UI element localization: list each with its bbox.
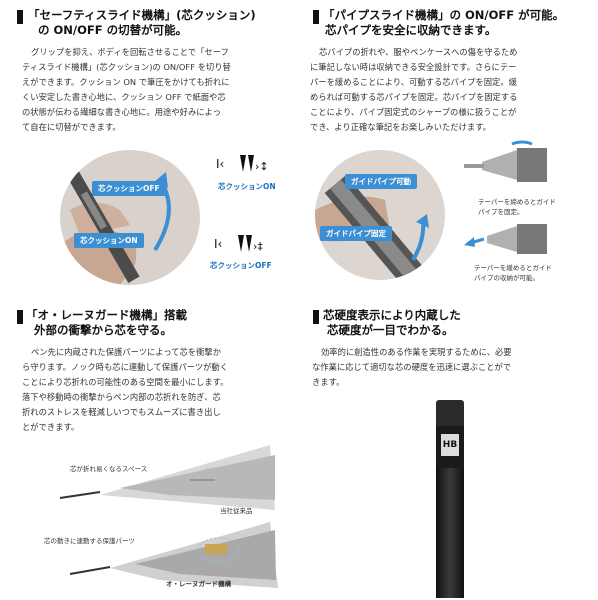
nib-arrow-icon: I‹ ›↕ [216,155,269,173]
body-line: 効率的に創造性のある作業を実現するために、必要 [321,347,512,357]
body-line: の状態が伝わる繊細な書き心地に。用途や好みによっ [22,107,221,117]
section3-body: ペン先に内蔵された保護パーツによって芯を衝撃か ら守ります。ノック時も芯に連動し… [22,345,228,435]
pen-tip-cutaway-drawing [59,445,278,588]
body-line: とができます。 [22,422,80,432]
hand-pipe-drawing [315,175,429,280]
section1-heading-line1: 「セーフティスライド機構」(芯クッション) [28,8,256,22]
section1-body: グリップを抑え、ボディを回転させることで「セーフ ティスライド機構」(芯クッショ… [22,45,231,135]
caption-line: テーパーを緩めるとガイド [474,264,552,272]
svg-text:I‹: I‹ [216,157,224,171]
section2-heading-line1: 「パイプスライド機構」の ON/OFF が可能。 [323,8,565,22]
conventional-product-label: 当社従来品 [220,507,253,515]
body-line: ことにより、パイプ固定式のシャープの様に扱うことが [310,107,517,117]
pipe-slide-illustration [315,150,445,280]
section3-heading-line1: 「オ・レーヌガード機構」搭載 [26,308,187,322]
heading-marker [17,10,23,24]
hand-pen-drawing [60,150,171,285]
caption-line: パイプを固定。 [478,208,524,216]
body-line: 折れのストレスを軽減しいつでもスムーズに書き出し [22,407,221,417]
caption-line: テーパーを締めるとガイド [478,198,556,206]
taper-tighten-caption: テーパーを締めるとガイド パイプを固定。 [478,196,556,216]
section4-body: 効率的に創造性のある作業を実現するために、必要 な作業に応じて適切な芯の硬度を迅… [312,345,512,390]
heading-marker [313,10,319,24]
caption-line: パイプの収納が可能。 [474,274,539,282]
taper-loosen-diagram [462,218,552,263]
pen-cap [436,400,464,426]
body-line: えができます。クッション ON で筆圧をかけても折れに [22,77,230,87]
taper-loosen-caption: テーパーを緩めるとガイド パイプの収納が可能。 [474,262,552,282]
body-line: パーを緩めることにより、可動する芯パイプを固定。緩 [310,77,517,87]
section2-heading: 「パイプスライド機構」の ON/OFF が可能。 芯パイプを安全に収納できます。 [323,8,564,38]
section3-heading-line2: 外部の衝撃から芯を守る。 [34,323,172,337]
body-line: ら守ります。ノック時も芯に連動して保護パーツが動く [22,362,229,372]
body-line: な作業に応じて適切な芯の硬度を迅速に選ぶことがで [312,362,512,372]
cushion-on-label: 芯クッションON [74,233,144,248]
svg-text:›↕: ›↕ [255,160,269,173]
body-line: ことにより芯折れの可能性のある空間を最小にします。 [22,377,229,387]
body-line: ペン先に内蔵された保護パーツによって芯を衝撃か [31,347,222,357]
body-line: くい安定した書き心地に、クッション OFF で紙面や芯 [22,92,226,102]
heading-marker [313,310,319,324]
section1-heading: 「セーフティスライド機構」(芯クッション) の ON/OFF の切替が可能。 [28,8,256,38]
cushion-on-icon: I‹ ›↕ 芯クッションON [210,150,290,200]
body-line: 落下や移動時の衝撃からペン内部の芯折れを防ぎ、芯 [22,392,221,402]
guard-mechanism-diagram: 芯が折れ易くなるスペース 当社従来品 芯の動きに連動する保護パーツ オ・レーヌガ… [40,440,280,590]
hardness-indicator-pen: HB [430,400,470,600]
guard-mechanism-label: オ・レーヌガード機構 [166,580,231,588]
pipe-fixed-label: ガイドパイプ固定 [320,226,392,241]
section1-heading-line2: の ON/OFF の切替が可能。 [38,23,188,37]
pipe-movable-label: ガイドパイプ可動 [345,174,417,189]
body-line: て自在に切替ができます。 [22,122,121,132]
section2-body: 芯パイプの折れや、服やペンケースへの傷を守るため に筆記しない時は収納できる安全… [310,45,517,135]
body-line: でき、より正確な筆記をお楽しみいただけます。 [310,122,491,132]
body-line: に筆記しない時は収納できる安全設計です。さらにテー [310,62,517,72]
svg-text:›‡: ›‡ [253,240,263,253]
pen-barrel [436,468,464,598]
section4-heading-line1: 芯硬度表示により内蔵した [323,308,461,322]
body-line: きます。 [312,377,345,387]
body-line: められば可動する芯パイプを固定。芯パイプを固定する [310,92,518,102]
section3-heading: 「オ・レーヌガード機構」搭載 外部の衝撃から芯を守る。 [26,308,187,338]
heading-marker [17,310,23,324]
cushion-off-icon: I‹ ›‡ 芯クッションOFF [208,230,288,280]
pipe-tip-drawing [464,224,547,254]
body-line: ティスライド機構」(芯クッション)の ON/OFF を切り替 [22,62,231,72]
cushion-illustration [60,150,200,285]
hardness-window: HB [436,426,464,468]
body-line: 芯パイプの折れや、服やペンケースへの傷を守るため [319,47,518,57]
svg-text:I‹: I‹ [214,237,222,251]
section4-heading-line2: 芯硬度が一目でわかる。 [327,323,454,337]
icon-label-off: 芯クッションOFF [210,261,272,270]
taper-tighten-diagram [462,140,552,195]
hardness-label: HB [441,434,459,456]
body-line: グリップを抑え、ボディを回転させることで「セーフ [31,47,229,57]
fragile-space-label: 芯が折れ易くなるスペース [70,465,148,473]
cushion-off-label: 芯クッションOFF [92,181,166,196]
icon-label-on: 芯クッションON [218,182,276,191]
pipe-tip-drawing [464,140,547,182]
section4-heading: 芯硬度表示により内蔵した 芯硬度が一目でわかる。 [323,308,461,338]
nib-arrow-icon: I‹ ›‡ [214,235,263,253]
section2-heading-line2: 芯パイプを安全に収納できます。 [325,23,497,37]
protective-part-label: 芯の動きに連動する保護パーツ [44,537,135,545]
